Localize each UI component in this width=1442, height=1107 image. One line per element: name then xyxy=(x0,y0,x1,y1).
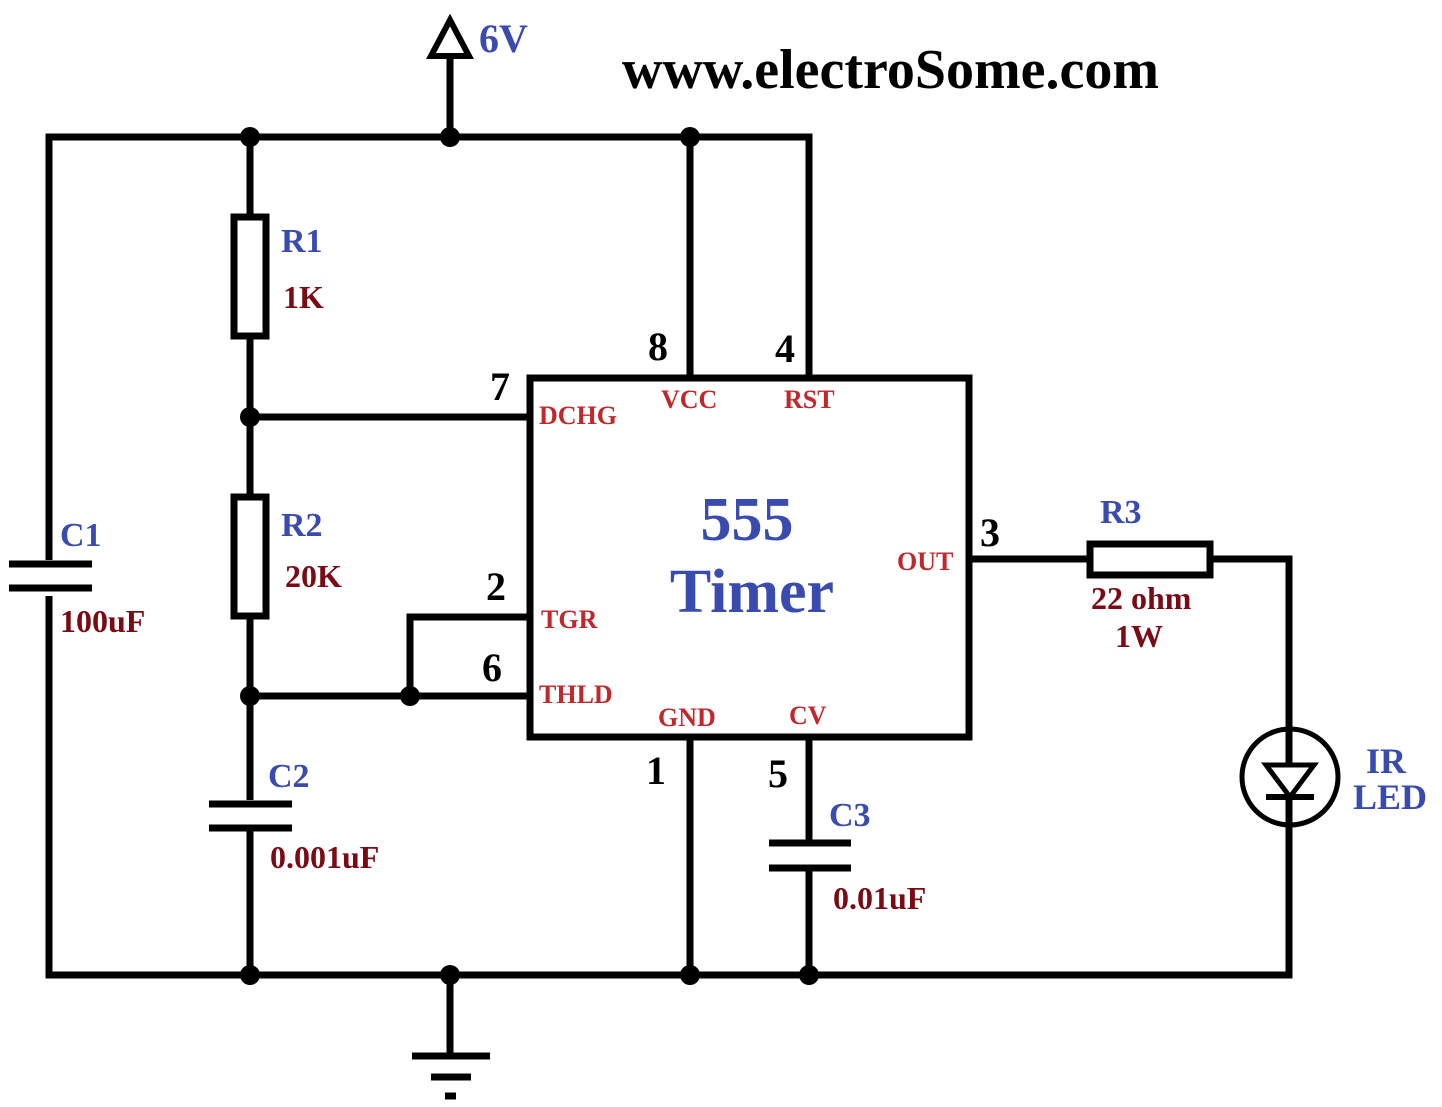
junction-dot xyxy=(240,686,260,706)
vcc-rail xyxy=(45,133,813,979)
pin-number-6: 6 xyxy=(482,645,502,690)
pin-name-gnd: GND xyxy=(658,703,716,732)
pin-number-3: 3 xyxy=(980,510,1000,555)
pin-number-1: 1 xyxy=(646,748,666,793)
pin-number-4: 4 xyxy=(775,326,795,371)
ic-title-line1: 555 xyxy=(701,486,794,554)
r3-reference: R3 xyxy=(1100,494,1142,531)
resistor-r2-icon xyxy=(230,493,270,620)
pin-name-thld: THLD xyxy=(539,680,613,709)
ic-title-line2: Timer xyxy=(670,558,834,626)
pin-name-rst: RST xyxy=(784,385,835,414)
c2-reference: C2 xyxy=(268,758,310,795)
r2-value: 20K xyxy=(285,558,342,594)
junction-dot xyxy=(680,965,700,985)
ic-555-body xyxy=(526,374,973,741)
pin-name-tgr: TGR xyxy=(541,605,598,634)
pin-number-8: 8 xyxy=(648,324,668,369)
r1-reference: R1 xyxy=(281,223,323,260)
resistor-r3-icon xyxy=(1086,540,1214,579)
capacitor-c3-icon xyxy=(769,839,851,872)
r3-value-line2: 1W xyxy=(1115,618,1163,654)
junction-dot xyxy=(440,127,460,147)
pin-name-dchg: DCHG xyxy=(539,401,617,430)
supply-arrow-icon xyxy=(426,13,474,141)
c3-reference: C3 xyxy=(829,797,871,834)
r2-reference: R2 xyxy=(281,507,323,544)
r1-value: 1K xyxy=(283,279,324,315)
c1-reference: C1 xyxy=(60,517,102,554)
website-title: www.electroSome.com xyxy=(622,39,1159,101)
resistor-r1-icon xyxy=(230,213,270,340)
junction-dot xyxy=(799,965,819,985)
capacitor-c1-icon xyxy=(9,560,92,596)
pin-name-cv: CV xyxy=(789,701,827,730)
output-wire xyxy=(965,555,1293,979)
junction-dot xyxy=(240,127,260,147)
c1-value: 100uF xyxy=(60,603,145,639)
junction-dots xyxy=(240,127,819,985)
supply-label: 6V xyxy=(479,16,528,61)
junction-dot xyxy=(440,965,460,985)
capacitor-c2-icon xyxy=(209,800,292,832)
c2-value: 0.001uF xyxy=(270,839,379,875)
tgr-wire xyxy=(406,613,534,700)
led-label-line1: IR xyxy=(1366,741,1407,781)
junction-dot xyxy=(400,686,420,706)
r3-value-line1: 22 ohm xyxy=(1091,580,1192,616)
junction-dot xyxy=(240,965,260,985)
pin-number-7: 7 xyxy=(490,364,510,409)
led-label-line2: LED xyxy=(1353,777,1427,817)
pin-number-5: 5 xyxy=(768,751,788,796)
junction-dot xyxy=(680,127,700,147)
c3-value: 0.01uF xyxy=(833,880,926,916)
ground-icon xyxy=(412,971,490,1100)
pin-name-vcc: VCC xyxy=(661,385,717,414)
junction-dot xyxy=(240,407,260,427)
ground-rail xyxy=(45,733,1293,979)
pin-number-2: 2 xyxy=(486,564,506,609)
ir-led-icon xyxy=(1239,725,1341,830)
pin-name-out: OUT xyxy=(897,547,953,576)
